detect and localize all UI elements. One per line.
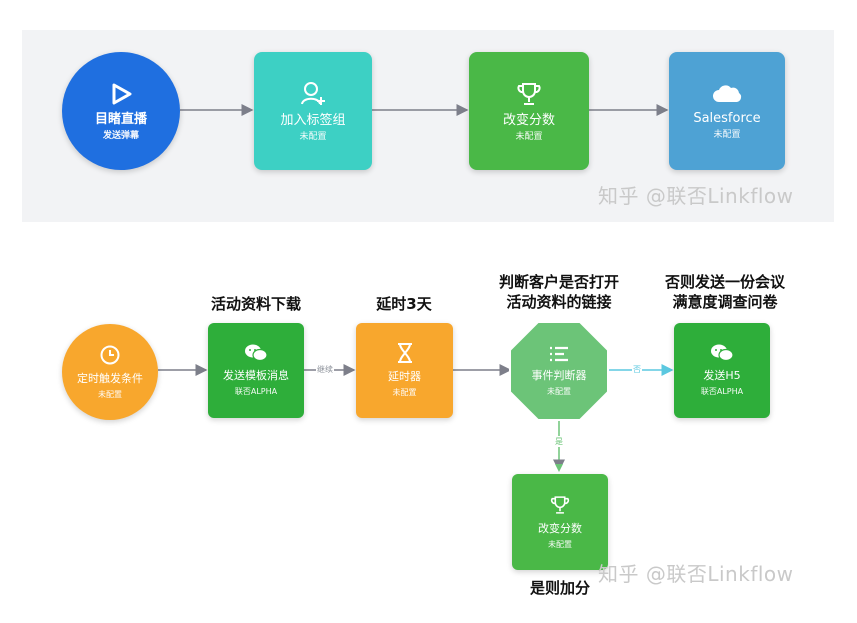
event-judge-shape [509,321,609,421]
play-icon [108,81,134,107]
node-title: Salesforce [693,110,761,126]
trophy-icon [549,494,571,516]
node-send-template[interactable]: 发送模板消息 联否ALPHA [208,323,304,418]
node-subtitle: 未配置 [548,539,572,549]
node-title: 目睹直播 [94,111,147,127]
node-live-watch[interactable]: 目睹直播 发送弹幕 [62,52,180,170]
node-send-h5[interactable]: 发送H5 联否ALPHA [674,323,770,418]
node-title: 定时触发条件 [77,371,143,385]
clock-icon [99,344,121,366]
caption-change-score: 是则加分 [529,579,590,597]
caption-event-judge: 判断客户是否打开 活动资料的链接 [476,272,642,312]
node-subtitle: 未配置 [713,129,741,140]
node-subtitle: 联否ALPHA [234,387,278,396]
node-subtitle: 未配置 [98,389,122,399]
node-subtitle: 联否ALPHA [700,387,744,396]
node-title: 改变分数 [502,112,555,128]
caption-line: 活动资料的链接 [506,293,612,311]
filter-lines-icon [548,345,570,363]
user-add-icon [299,80,327,108]
edge-label-continue: 继续 [316,364,334,375]
caption-delay: 延时3天 [376,295,432,313]
hourglass-icon [396,342,414,364]
node-subtitle: 未配置 [547,386,571,396]
node-title: 发送H5 [703,369,741,382]
caption-line: 满意度调查问卷 [672,293,778,311]
node-salesforce[interactable]: Salesforce 未配置 [669,52,785,170]
node-title: 延时器 [388,370,421,383]
watermark-bottom: 知乎 @联否Linkflow [598,562,794,586]
node-subtitle: 未配置 [392,388,417,397]
trophy-icon [515,80,543,108]
node-title: 加入标签组 [280,112,346,128]
caption-line: 否则发送一份会议 [664,273,785,291]
node-event-judge[interactable]: 事件判断器 未配置 [510,322,608,420]
salesforce-cloud-icon [711,82,743,106]
node-title: 改变分数 [538,521,582,535]
node-subtitle: 未配置 [299,131,327,142]
node-add-tag-group[interactable]: 加入标签组 未配置 [254,52,372,170]
node-delay[interactable]: 延时器 未配置 [356,323,453,418]
node-subtitle: 发送弹幕 [102,130,139,141]
wechat-icon [710,343,734,363]
node-subtitle: 未配置 [515,131,543,142]
node-change-score[interactable]: 改变分数 未配置 [469,52,589,170]
wechat-icon [244,343,268,363]
caption-send-template: 活动资料下载 [210,295,301,313]
node-change-score-yes[interactable]: 改变分数 未配置 [512,474,608,570]
edge-label-no: 否 [632,364,642,375]
node-timed-trigger[interactable]: 定时触发条件 未配置 [62,324,158,420]
node-title: 事件判断器 [531,368,587,382]
caption-line: 判断客户是否打开 [498,273,619,291]
edge-label-yes: 是 [554,436,564,447]
caption-send-h5: 否则发送一份会议 满意度调查问卷 [640,272,810,312]
node-title: 发送模板消息 [223,369,289,382]
watermark-top: 知乎 @联否Linkflow [598,184,794,208]
